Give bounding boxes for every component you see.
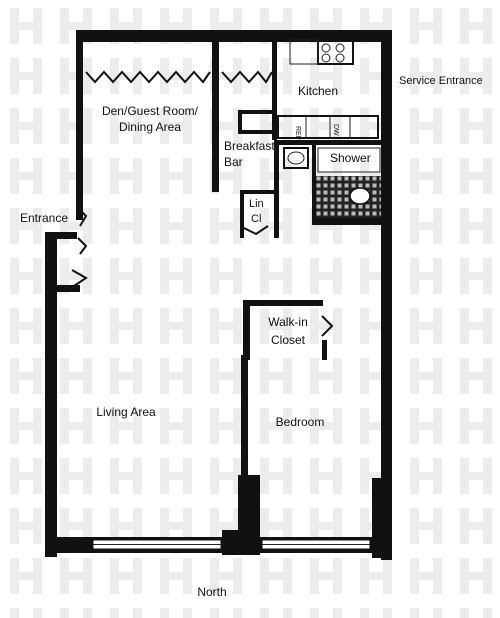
- breakfast-label-line1: Breakfast: [224, 139, 275, 153]
- entrance-label: Entrance: [20, 211, 68, 225]
- linen-closet-label-line2: Cl: [251, 213, 261, 225]
- linen-closet-label-line1: Lin: [249, 198, 264, 210]
- interior-walls: [212, 40, 382, 535]
- walkin-closet-label-line1: Walk-in: [268, 315, 308, 329]
- door-swings: [71, 69, 388, 337]
- service-entrance-label: Service Entrance: [399, 75, 483, 87]
- den-label-line1: Den/Guest Room/: [102, 104, 199, 118]
- refrigerator-label: REF: [294, 126, 301, 140]
- kitchen-label: Kitchen: [298, 84, 338, 98]
- dishwasher-label: DW: [332, 124, 339, 136]
- tiled-floor: [316, 176, 381, 218]
- shower-label: Shower: [330, 151, 371, 165]
- living-area-label: Living Area: [96, 405, 156, 419]
- folding-closet-doors: [85, 70, 273, 84]
- north-label: North: [197, 585, 226, 599]
- windows: [92, 539, 371, 550]
- bathroom-fixtures: [283, 147, 381, 218]
- breakfast-label-line2: Bar: [224, 155, 243, 169]
- bedroom-label: Bedroom: [276, 415, 325, 429]
- den-label-line2: Dining Area: [119, 120, 181, 134]
- walkin-closet-label-line2: Closet: [271, 333, 306, 347]
- kitchen-appliances: [277, 39, 379, 139]
